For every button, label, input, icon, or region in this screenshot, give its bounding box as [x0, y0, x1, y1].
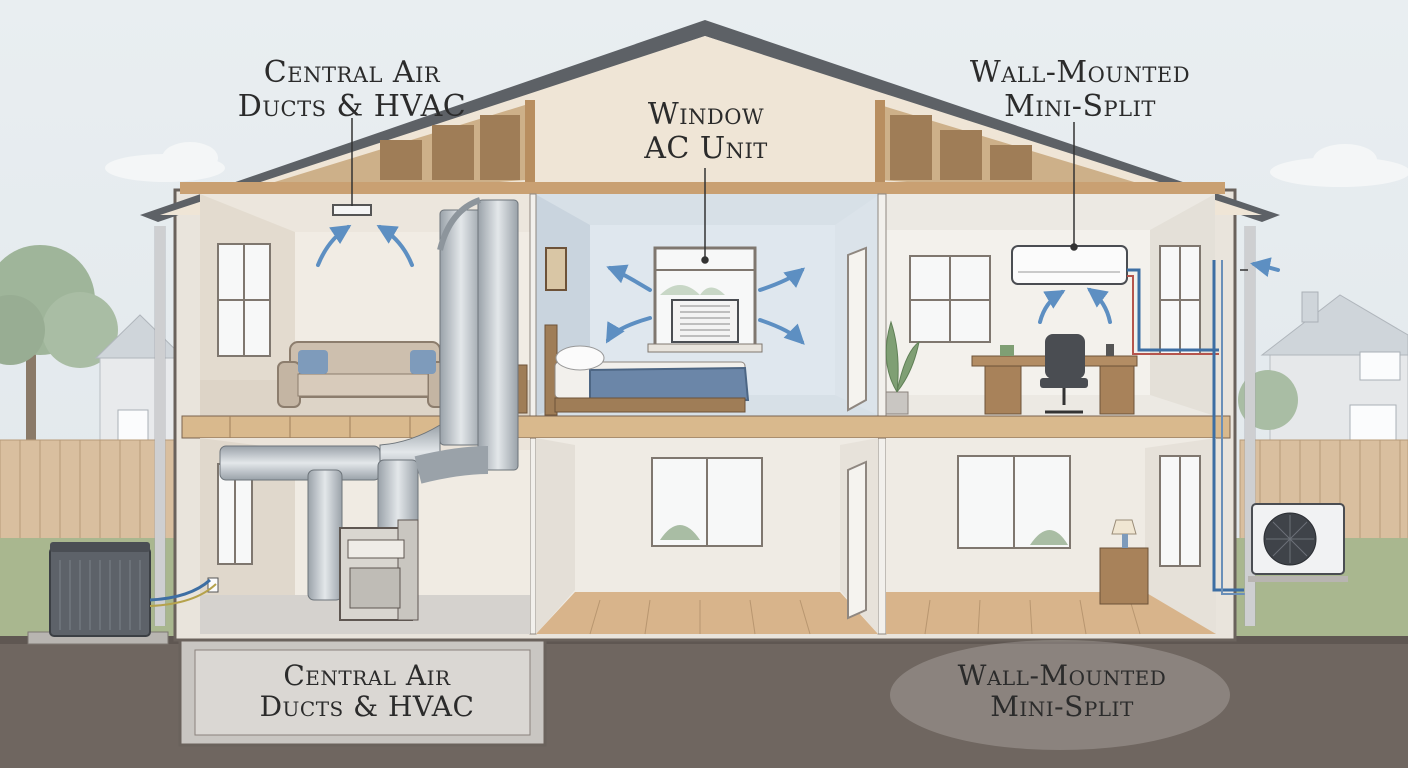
- central-air-bottom-line2: Ducts & HVAC: [259, 690, 475, 724]
- airflow-arrow-icon: [316, 224, 1280, 345]
- doors: [847, 246, 867, 620]
- ceiling-vent: [332, 204, 372, 216]
- nightstand-with-lamp: [1099, 519, 1149, 605]
- central-air-duct-system: [219, 197, 519, 601]
- central-air-top-label: Central Air Ducts & HVAC: [222, 56, 482, 123]
- mini-split-indoor-icon: [1011, 245, 1219, 355]
- fence-left: [0, 439, 181, 541]
- electrical-outlet: [207, 577, 219, 593]
- window-office: [909, 255, 991, 343]
- central-air-bottom-line1: Central Air: [283, 659, 451, 692]
- refrigerant-lines: [1212, 260, 1252, 595]
- mini-split-top-label: Wall-Mounted Mini-Split: [930, 56, 1230, 123]
- floor-slab: [181, 415, 1231, 439]
- central-air-bottom-label: Central Air Ducts & HVAC: [232, 660, 502, 723]
- label-glow: [890, 640, 1230, 750]
- central-air-top-line1: Central Air: [263, 55, 441, 90]
- mini-split-top-line2: Mini-Split: [1004, 88, 1156, 124]
- window-living: [217, 243, 271, 357]
- bed: [544, 324, 750, 416]
- window-ac-icon: [647, 246, 763, 353]
- potted-plant: [885, 320, 920, 415]
- window-lower-right-side: [1159, 455, 1201, 567]
- clouds: [105, 142, 1408, 187]
- window-lower-right: [957, 455, 1071, 549]
- window-ac-top-line2: AC Unit: [644, 130, 768, 166]
- roof: [140, 20, 1280, 222]
- window-ac-top-label: Window AC Unit: [596, 98, 816, 165]
- furnace-icon: [339, 519, 419, 621]
- window-lower-left: [217, 463, 253, 565]
- mini-split-bottom-line1: Wall-Mounted: [957, 659, 1167, 692]
- sofa: [277, 341, 451, 408]
- mini-split-top-line1: Wall-Mounted: [969, 55, 1191, 90]
- windows: [217, 243, 1201, 567]
- basement: [178, 638, 547, 747]
- office-chair: [1040, 334, 1088, 414]
- window-lower-middle: [651, 457, 763, 547]
- central-air-top-line2: Ducts & HVAC: [237, 88, 467, 124]
- background-tree-left: [0, 245, 118, 440]
- mini-split-bottom-line2: Mini-Split: [990, 690, 1134, 724]
- mini-split-outdoor-icon: [1248, 503, 1348, 582]
- window-ac-top-line1: Window: [647, 97, 765, 132]
- wood-floor-lines: [589, 599, 1141, 635]
- mini-split-bottom-label: Wall-Mounted Mini-Split: [912, 660, 1212, 723]
- condenser-unit-icon: [27, 542, 217, 645]
- wall-picture: [545, 247, 567, 291]
- window-office-side: [1159, 245, 1201, 355]
- callout-leaders: [351, 118, 1248, 271]
